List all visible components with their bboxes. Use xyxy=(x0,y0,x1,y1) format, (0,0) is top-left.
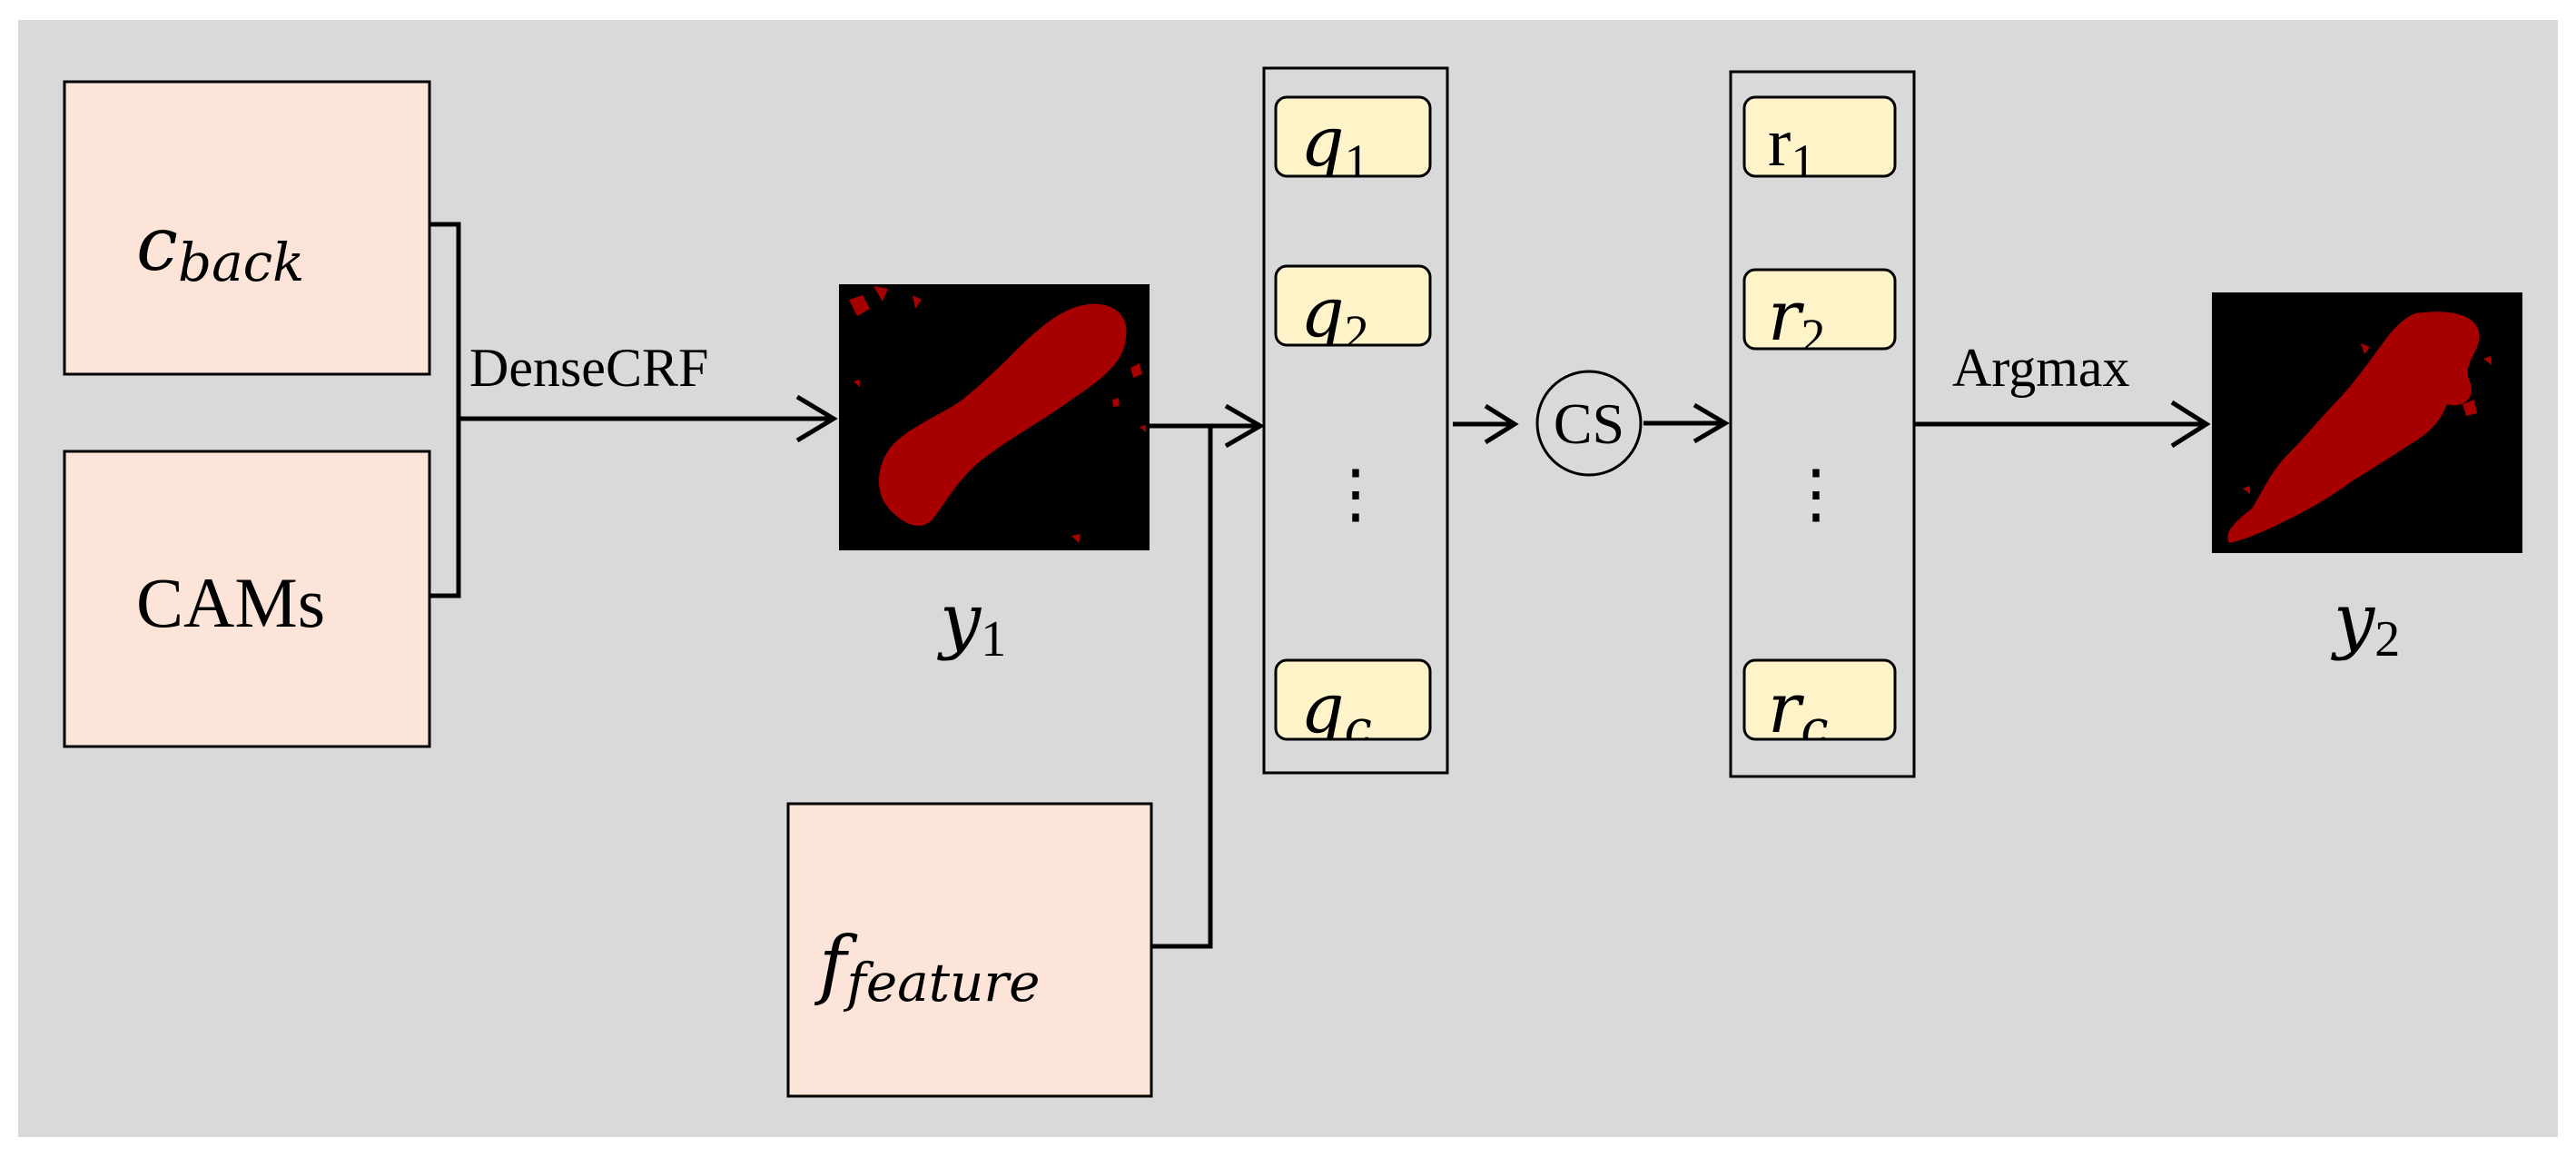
q2-slot: q2 xyxy=(1274,264,1432,360)
q1-slot: q1 xyxy=(1274,95,1432,189)
svg-text:qc: qc xyxy=(1300,668,1372,756)
connector-cams xyxy=(429,419,461,598)
arrow-cs-to-r-head xyxy=(1693,402,1730,444)
svg-text:r2: r2 xyxy=(1768,275,1825,363)
svg-text:r1: r1 xyxy=(1768,104,1815,189)
cs-label: CS xyxy=(1554,391,1624,456)
connector-c-back xyxy=(429,222,461,419)
arrow-q-to-cs-head xyxy=(1484,403,1519,445)
connector-f-feature xyxy=(1151,426,1213,949)
y1-mask-blob xyxy=(878,303,1127,526)
cs-node xyxy=(1535,370,1643,477)
q-stack-container xyxy=(1262,66,1449,775)
svg-text:q2: q2 xyxy=(1300,272,1369,360)
y1-mask-image xyxy=(839,284,1150,550)
y2-mask-image xyxy=(2212,292,2522,553)
q-stack-ellipsis: ⋮ xyxy=(1323,458,1388,530)
argmax-arrowhead xyxy=(2170,400,2211,449)
y2-label: y2 xyxy=(2331,578,2400,668)
qc-slot: qc xyxy=(1274,658,1432,756)
r-stack-ellipsis: ⋮ xyxy=(1783,458,1849,530)
c-back-label: cback xyxy=(136,202,304,293)
cams-label: CAMs xyxy=(136,563,325,642)
c-back-box xyxy=(63,80,431,376)
f-feature-label: ffeature xyxy=(814,922,1040,1014)
svg-text:rc: rc xyxy=(1768,668,1829,756)
argmax-label: Argmax xyxy=(1952,338,2130,398)
y2-mask-blob xyxy=(2227,312,2480,543)
q-stack-arrowhead xyxy=(1224,403,1265,449)
canvas-background xyxy=(18,20,2558,1137)
f-feature-box xyxy=(786,802,1153,1098)
densecrf-arrowhead xyxy=(795,394,838,443)
y1-label: y1 xyxy=(937,578,1006,668)
svg-text:q1: q1 xyxy=(1300,101,1369,189)
densecrf-label: DenseCRF xyxy=(469,338,708,398)
rc-slot: rc xyxy=(1742,658,1897,756)
cams-box xyxy=(63,450,431,748)
r1-slot: r1 xyxy=(1742,95,1897,189)
r2-slot: r2 xyxy=(1742,268,1897,363)
